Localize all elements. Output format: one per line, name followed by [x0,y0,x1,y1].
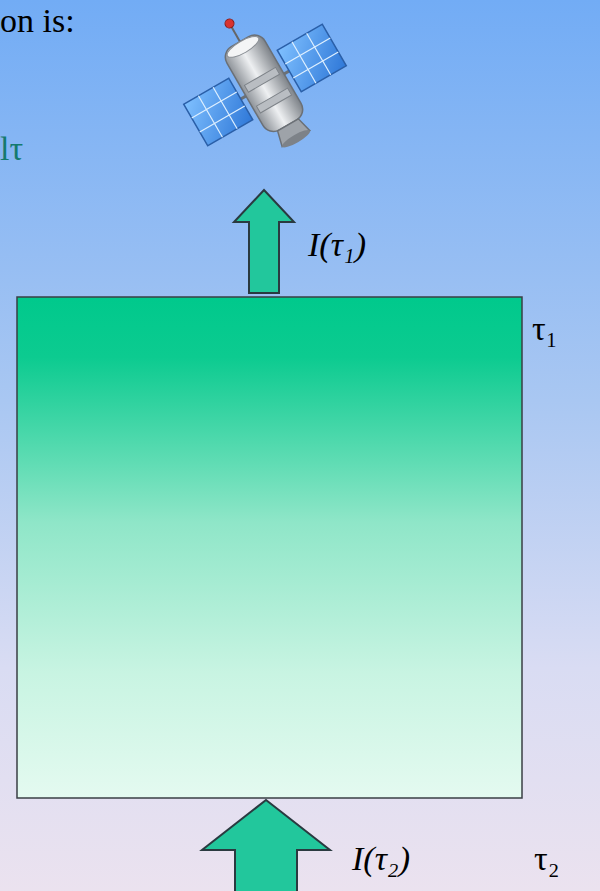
up-arrow [234,190,294,293]
intensity-label: I(τ₁) [308,228,366,262]
up-arrow [202,800,330,891]
atmosphere-slab [17,297,522,798]
equation-fragment: lτ [0,132,23,166]
equation-fragment: on is: [0,4,75,38]
optical-depth-label: τ₂ [534,842,560,876]
optical-depth-label: τ₁ [532,312,558,346]
satellite-icon [158,0,367,182]
intensity-label: I(τ₂) [352,842,410,876]
